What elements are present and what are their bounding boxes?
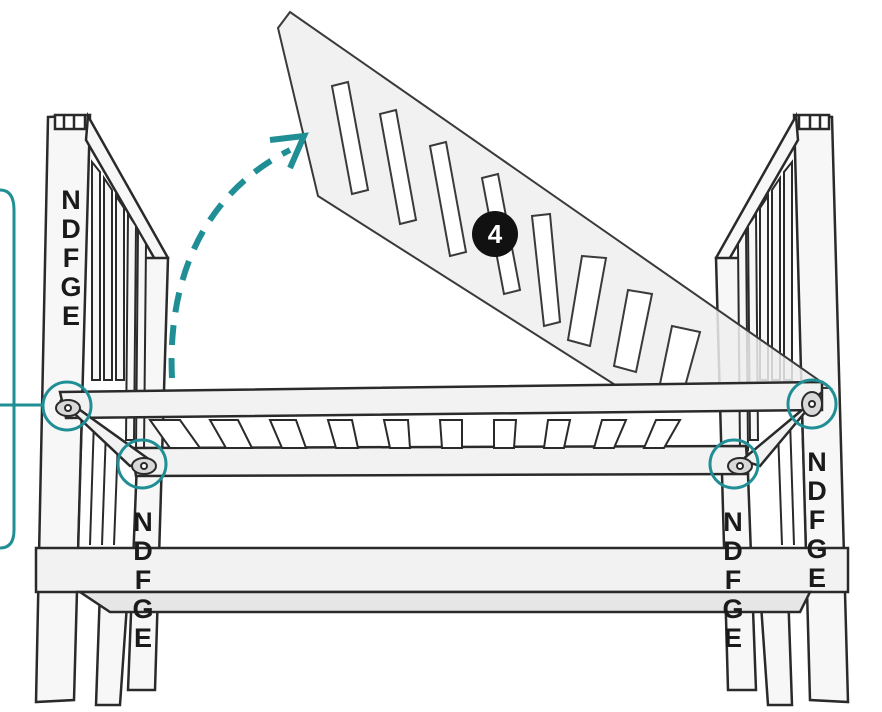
label-letter: G	[60, 272, 82, 302]
label-letter: N	[807, 447, 827, 477]
label-letter: D	[133, 536, 153, 566]
hardware-label-left-front: N D F G E	[130, 508, 156, 653]
label-letter: D	[723, 536, 743, 566]
side-rail-assembly	[34, 380, 850, 614]
label-letter: G	[132, 594, 154, 624]
label-letter: G	[806, 534, 828, 564]
label-letter: G	[722, 594, 744, 624]
label-letter: F	[724, 565, 742, 595]
bolt-icon	[55, 391, 823, 475]
label-letter: E	[807, 563, 826, 593]
label-letter: D	[807, 476, 827, 506]
hardware-label-left-rear: N D F G E	[58, 186, 84, 331]
dashed-curved-arrow-icon	[168, 132, 309, 379]
label-letter: N	[61, 185, 81, 215]
label-letter: F	[808, 505, 826, 535]
callout-bracket	[0, 188, 43, 550]
hardware-label-right-rear: N D F G E	[804, 448, 830, 593]
label-letter: E	[133, 623, 152, 653]
hardware-label-right-front: N D F G E	[720, 508, 746, 653]
label-letter: D	[61, 214, 81, 244]
label-letter: N	[723, 507, 743, 537]
label-letter: F	[134, 565, 152, 595]
label-letter: E	[723, 623, 742, 653]
label-letter: N	[133, 507, 153, 537]
label-letter: E	[61, 301, 80, 331]
label-letter: F	[62, 243, 80, 273]
step-number-badge: 4	[472, 211, 518, 257]
